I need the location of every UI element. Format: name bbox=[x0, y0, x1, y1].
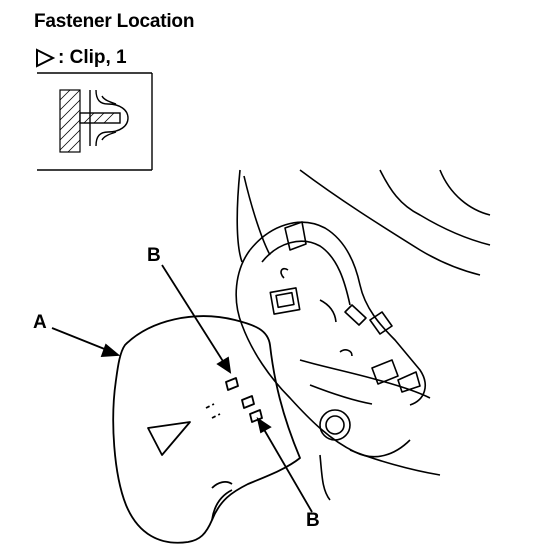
dashboard-bracket-assembly bbox=[235, 169, 491, 501]
callout-a: A bbox=[33, 312, 47, 333]
clip-detail-inset bbox=[37, 72, 153, 171]
callout-b-bottom: B bbox=[306, 510, 320, 531]
fastener-location-title: Fastener Location bbox=[34, 11, 195, 32]
clip-legend: : Clip, 1 bbox=[34, 47, 127, 69]
triangle-outline-icon bbox=[36, 48, 56, 68]
callout-arrows bbox=[51, 264, 313, 513]
clip-legend-label: : Clip, 1 bbox=[58, 47, 127, 68]
callout-b-top: B bbox=[147, 245, 161, 266]
end-cover-panel bbox=[112, 315, 301, 544]
